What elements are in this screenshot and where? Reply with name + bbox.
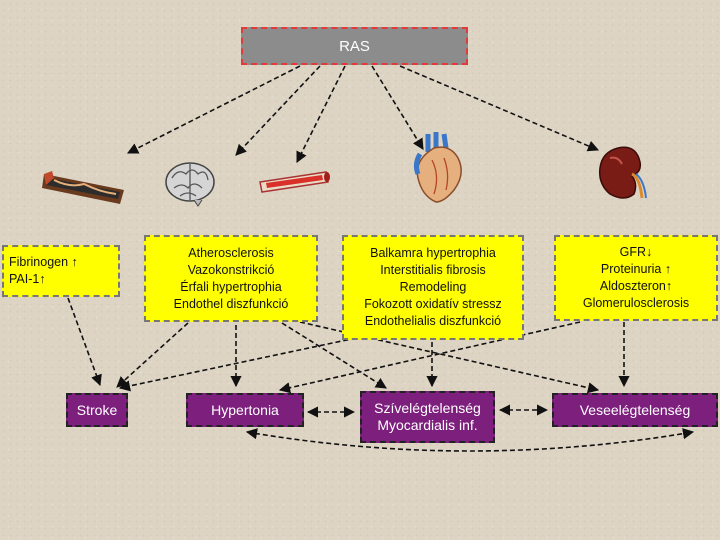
kidney-line-1: GFR↓ [619, 245, 653, 259]
arrow-hypertonia-kidney-failure-curve [245, 428, 695, 452]
vessel-line-3: Érfali hypertrophia [180, 279, 282, 294]
kidney-line-3: Aldoszteron↑ [599, 279, 673, 293]
arrow-ras-to-artery [296, 65, 346, 164]
arrow-kidney-to-hypertonia [278, 321, 581, 394]
kidney-icon [598, 146, 647, 199]
heart-failure-line-1: Szívelégtelenség [374, 400, 481, 416]
arrow-ras-to-vessel [127, 65, 301, 154]
heart-icon [413, 132, 462, 203]
coagulation-box: Fibrinogen ↑ PAI-1↑ [2, 245, 120, 297]
arrow-ras-to-heart [371, 65, 424, 150]
vessel-effects-box: Atherosclerosis Vazokonstrikció Érfali h… [144, 235, 318, 322]
vessel-line-1: Atherosclerosis [188, 245, 274, 260]
heart-line-2: Interstitialis fibrosis [380, 263, 486, 277]
hypertonia-label: Hypertonia [211, 401, 279, 418]
heart-line-5: Endothelialis diszfunkció [364, 314, 502, 328]
brain-icon [165, 162, 215, 207]
heart-line-3: Remodeling [399, 280, 467, 294]
arrow-vessel-to-heart-failure [281, 322, 387, 389]
arrow-ras-to-brain [235, 65, 321, 156]
ras-title: RAS [339, 37, 370, 55]
heart-line-1: Balkamra hypertrophia [370, 246, 496, 260]
heart-line-4: Fokozott oxidatív stressz [364, 297, 502, 311]
coag-line-1: Fibrinogen ↑ [9, 255, 78, 269]
heart-effects-box: Balkamra hypertrophia Interstitialis fib… [342, 235, 524, 340]
artery-tube-icon [259, 171, 330, 193]
kidney-failure-label: Veseelégtelenség [579, 401, 691, 418]
arrow-heart-to-stroke [118, 337, 357, 392]
stroke-label: Stroke [76, 401, 118, 418]
vessel-icon [42, 171, 124, 204]
heart-failure-line-2: Myocardialis inf. [377, 417, 478, 433]
kidney-line-4: Glomerulosclerosis [582, 296, 690, 310]
arrow-vessel-to-stroke [116, 322, 189, 388]
heart-failure-box: Szívelégtelenség Myocardialis inf. [360, 391, 495, 443]
kidney-line-2: Proteinuria ↑ [600, 262, 672, 276]
kidney-effects-box: GFR↓ Proteinuria ↑ Aldoszteron↑ Glomerul… [554, 235, 718, 321]
vessel-line-4: Endothel diszfunkció [173, 296, 289, 311]
arrow-ras-to-kidney [399, 65, 600, 152]
kidney-failure-box: Veseelégtelenség [552, 393, 718, 427]
vessel-line-2: Vazokonstrikció [187, 262, 275, 277]
hypertonia-box: Hypertonia [186, 393, 304, 427]
arrow-coag-to-stroke [67, 297, 102, 387]
ras-title-box: RAS [241, 27, 468, 65]
stroke-box: Stroke [66, 393, 128, 427]
coag-line-2: PAI-1↑ [9, 272, 46, 286]
